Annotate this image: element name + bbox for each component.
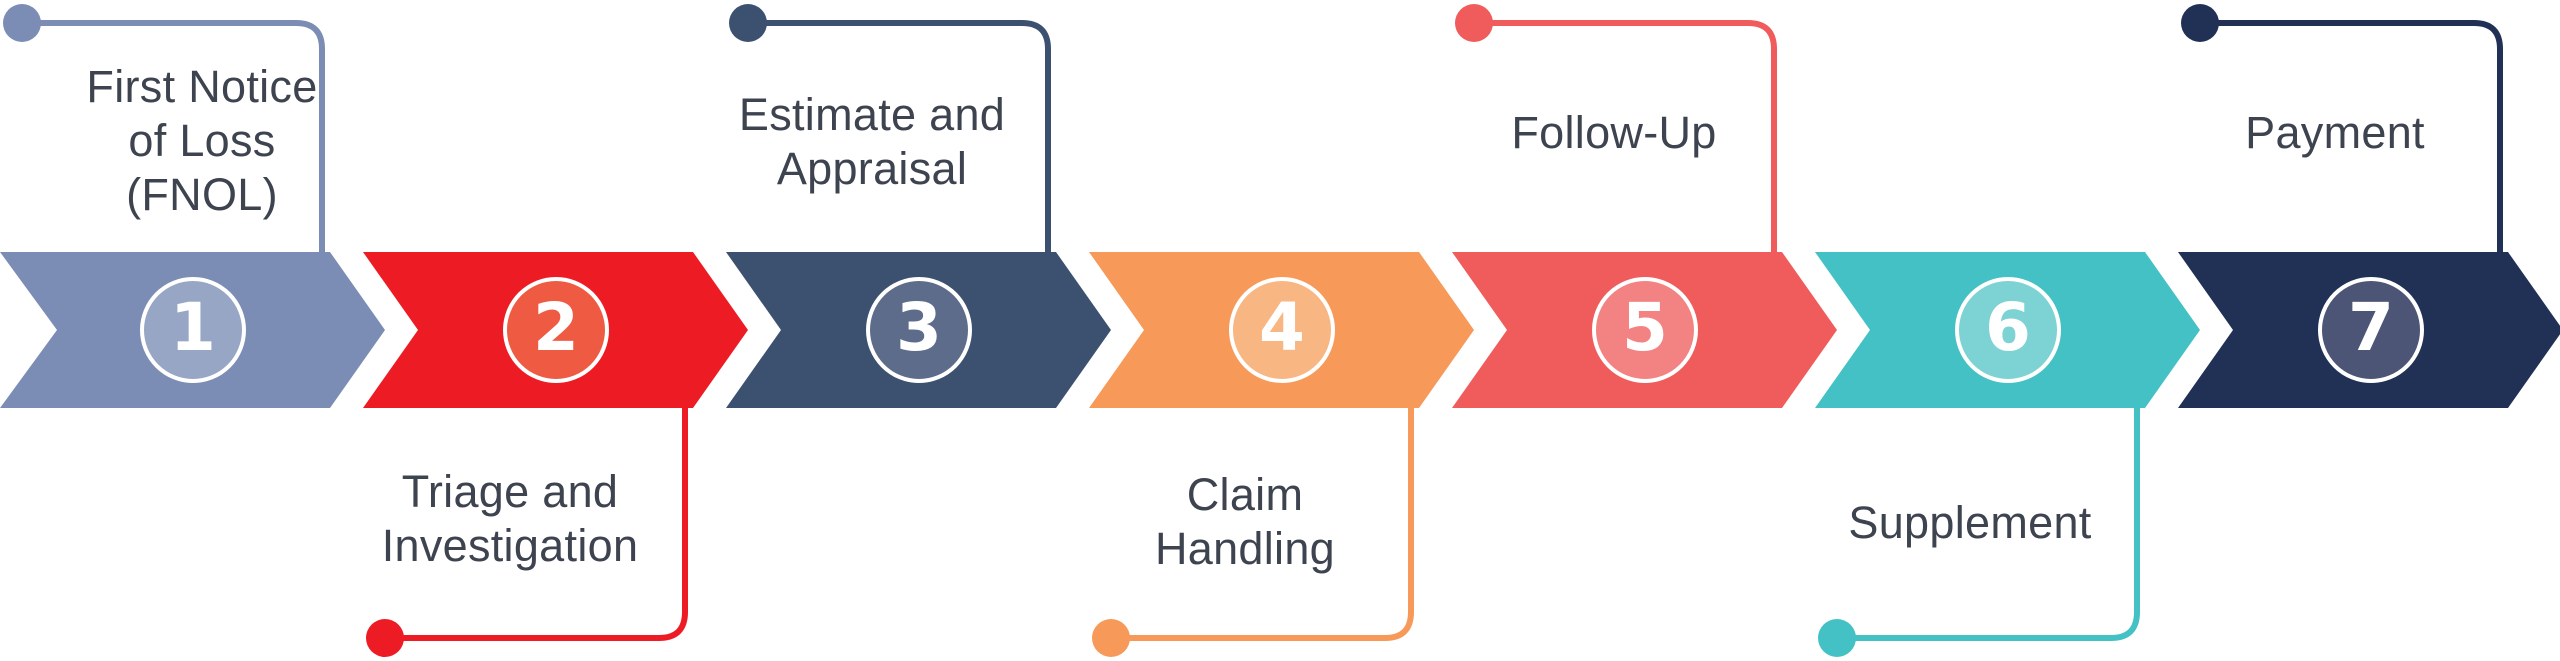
step-7-number-circle	[2318, 277, 2424, 383]
step-4-connector-dot	[1092, 619, 1130, 657]
step-7-number: 7	[2348, 289, 2394, 366]
step-2-label: Triage and Investigation	[381, 466, 639, 571]
step-3-number: 3	[896, 289, 942, 366]
step-5-number: 5	[1622, 289, 1668, 366]
step-4-number: 4	[1259, 289, 1305, 366]
step-1-connector-line	[19, 20, 325, 257]
step-3-connector-line	[745, 20, 1051, 257]
step-2-connector-line	[382, 403, 688, 641]
step-5-label: Follow-Up	[1511, 107, 1717, 158]
step-6-number: 6	[1985, 289, 2031, 366]
step-1-label: First Notice of Loss (FNOL)	[86, 61, 318, 220]
step-3-connector-dot	[729, 4, 767, 42]
step-1-number: 1	[170, 289, 216, 366]
connectors-layer	[3, 4, 2503, 657]
step-7-connector-line	[2197, 20, 2503, 257]
step-4-connector-line	[1108, 403, 1414, 641]
step-6-connector-line	[1834, 403, 2140, 641]
step-4-number-circle	[1229, 277, 1335, 383]
step-1-number-circle	[140, 277, 246, 383]
step-3-number-circle	[866, 277, 972, 383]
step-7-connector-dot	[2181, 4, 2219, 42]
step-6-connector-dot	[1818, 619, 1856, 657]
step-5-number-circle	[1592, 277, 1698, 383]
step-2-number: 2	[533, 289, 579, 366]
step-6-label: Supplement	[1848, 497, 2092, 548]
step-2-number-circle	[503, 277, 609, 383]
step-6-number-circle	[1955, 277, 2061, 383]
chevrons-layer: 1 2 3 4 5 6 7	[0, 252, 2560, 408]
step-2-connector-dot	[366, 619, 404, 657]
step-5-connector-line	[1471, 20, 1777, 257]
step-4-label: Claim Handling	[1154, 469, 1336, 574]
step-5-connector-dot	[1455, 4, 1493, 42]
step-3-label: Estimate and Appraisal	[738, 89, 1006, 194]
step-1-connector-dot	[3, 4, 41, 42]
step-7-label: Payment	[2245, 107, 2425, 158]
